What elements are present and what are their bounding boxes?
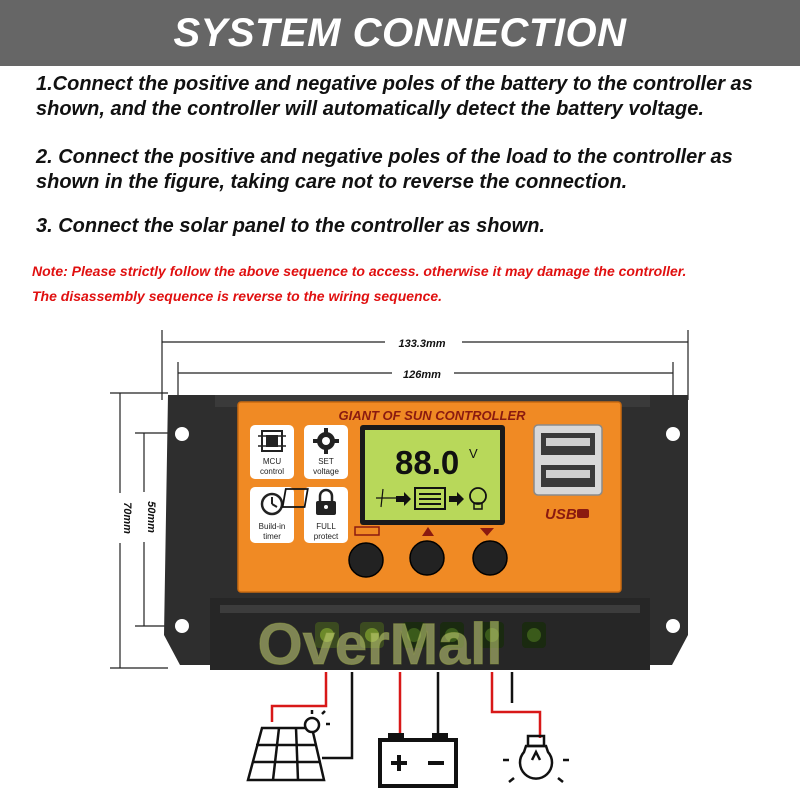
button-right[interactable] bbox=[472, 540, 508, 576]
width-dimension-inner bbox=[177, 362, 674, 405]
terminal-block bbox=[315, 622, 546, 648]
svg-text:FULL: FULL bbox=[316, 522, 336, 531]
mounting-hole bbox=[175, 427, 189, 441]
height-dimension-outer bbox=[110, 392, 168, 669]
mounting-hole bbox=[666, 619, 680, 633]
mounting-hole bbox=[666, 427, 680, 441]
inner-height-label: 50mm bbox=[145, 501, 157, 533]
solar-panel-icon bbox=[246, 710, 330, 782]
mcu-chip-icon bbox=[258, 430, 286, 452]
controller-name: GIANT OF SUN CONTROLLER bbox=[338, 408, 526, 423]
page-title: SYSTEM CONNECTION bbox=[173, 10, 627, 55]
battery-icon bbox=[378, 733, 458, 788]
watermark: OverMall bbox=[258, 612, 503, 677]
svg-text:protect: protect bbox=[314, 532, 339, 541]
svg-text:SET: SET bbox=[318, 457, 334, 466]
button-middle[interactable] bbox=[409, 540, 445, 576]
lcd-voltage-value: 88.0 bbox=[395, 444, 459, 481]
feature-mcu-control: MCU control bbox=[250, 425, 294, 479]
mounting-hole bbox=[175, 619, 189, 633]
svg-text:MCU: MCU bbox=[263, 457, 281, 466]
arrow-icon bbox=[396, 492, 411, 506]
width-dimension-outer bbox=[161, 330, 689, 400]
usb-ports bbox=[533, 424, 603, 496]
outer-width-label: 133.3mm bbox=[398, 338, 445, 350]
instruction-step-2: 2. Connect the positive and negative pol… bbox=[36, 146, 733, 193]
feature-built-in-timer: Build-in timer bbox=[250, 487, 294, 543]
outer-height-label: 70mm bbox=[121, 502, 133, 534]
height-dimension-inner bbox=[135, 432, 172, 627]
instruction-step-1: 1.Connect the positive and negative pole… bbox=[36, 73, 753, 120]
svg-text:Build-in: Build-in bbox=[259, 522, 286, 531]
button-left[interactable] bbox=[348, 542, 384, 578]
lcd-unit: V bbox=[469, 446, 478, 461]
inner-width-label: 126mm bbox=[403, 369, 441, 381]
svg-text:timer: timer bbox=[263, 532, 281, 541]
instruction-step-3: 3. Connect the solar panel to the contro… bbox=[36, 215, 545, 237]
light-bulb-icon bbox=[503, 734, 569, 783]
wires bbox=[270, 672, 542, 760]
feature-set-voltage: SET voltage bbox=[304, 425, 348, 479]
feature-full-protect: FULL protect bbox=[304, 487, 348, 543]
warning-note: Note: Please strictly follow the above s… bbox=[32, 263, 687, 279]
indicator-icons bbox=[354, 526, 494, 536]
lock-icon bbox=[316, 488, 336, 515]
arrow-icon bbox=[449, 492, 464, 506]
solar-panel-icon bbox=[281, 488, 398, 508]
svg-text:voltage: voltage bbox=[313, 467, 339, 476]
clock-icon bbox=[260, 492, 284, 516]
usb-label: USB bbox=[545, 506, 577, 523]
battery-icon bbox=[414, 487, 446, 510]
usb-plug-icon bbox=[577, 509, 589, 518]
bulb-icon bbox=[469, 487, 487, 510]
lcd-display: 88.0 V bbox=[281, 425, 505, 525]
header-banner: SYSTEM CONNECTION bbox=[0, 0, 800, 66]
gear-icon bbox=[313, 428, 339, 454]
disassembly-note: The disassembly sequence is reverse to t… bbox=[32, 288, 443, 304]
svg-text:control: control bbox=[260, 467, 284, 476]
